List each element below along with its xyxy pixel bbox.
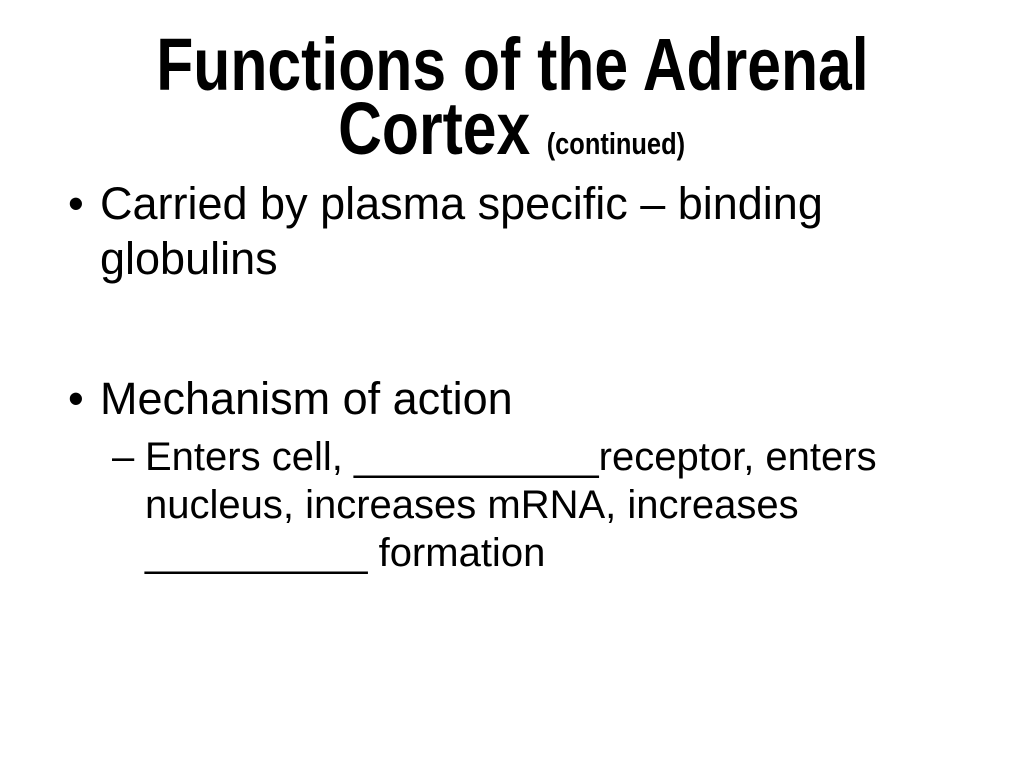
bullet-item: • Mechanism of action [68, 372, 880, 427]
bullet-text: Carried by plasma specific – binding glo… [100, 178, 823, 285]
dash-icon: – [112, 434, 135, 479]
bullet-text: Enters cell, ___________receptor, enters… [145, 434, 877, 575]
bullet-item: – Enters cell, ___________receptor, ente… [112, 433, 925, 577]
bullet-icon: • [68, 178, 84, 230]
bullet-list: • Carried by plasma specific – binding g… [0, 177, 1024, 577]
bullet-text: Mechanism of action [100, 373, 513, 425]
title-line-1-text: Functions of the Adrenal [155, 23, 869, 106]
title-continued-label: (continued) [547, 125, 686, 161]
bullet-icon: • [68, 373, 84, 425]
title-line-2-text: Cortex [338, 86, 531, 170]
slide-title: Functions of the Adrenal Cortex(continue… [0, 28, 1024, 166]
title-line-2: Cortex(continued) [0, 91, 1024, 165]
bullet-item: • Carried by plasma specific – binding g… [68, 177, 880, 287]
title-line-1: Functions of the Adrenal [0, 28, 1024, 102]
